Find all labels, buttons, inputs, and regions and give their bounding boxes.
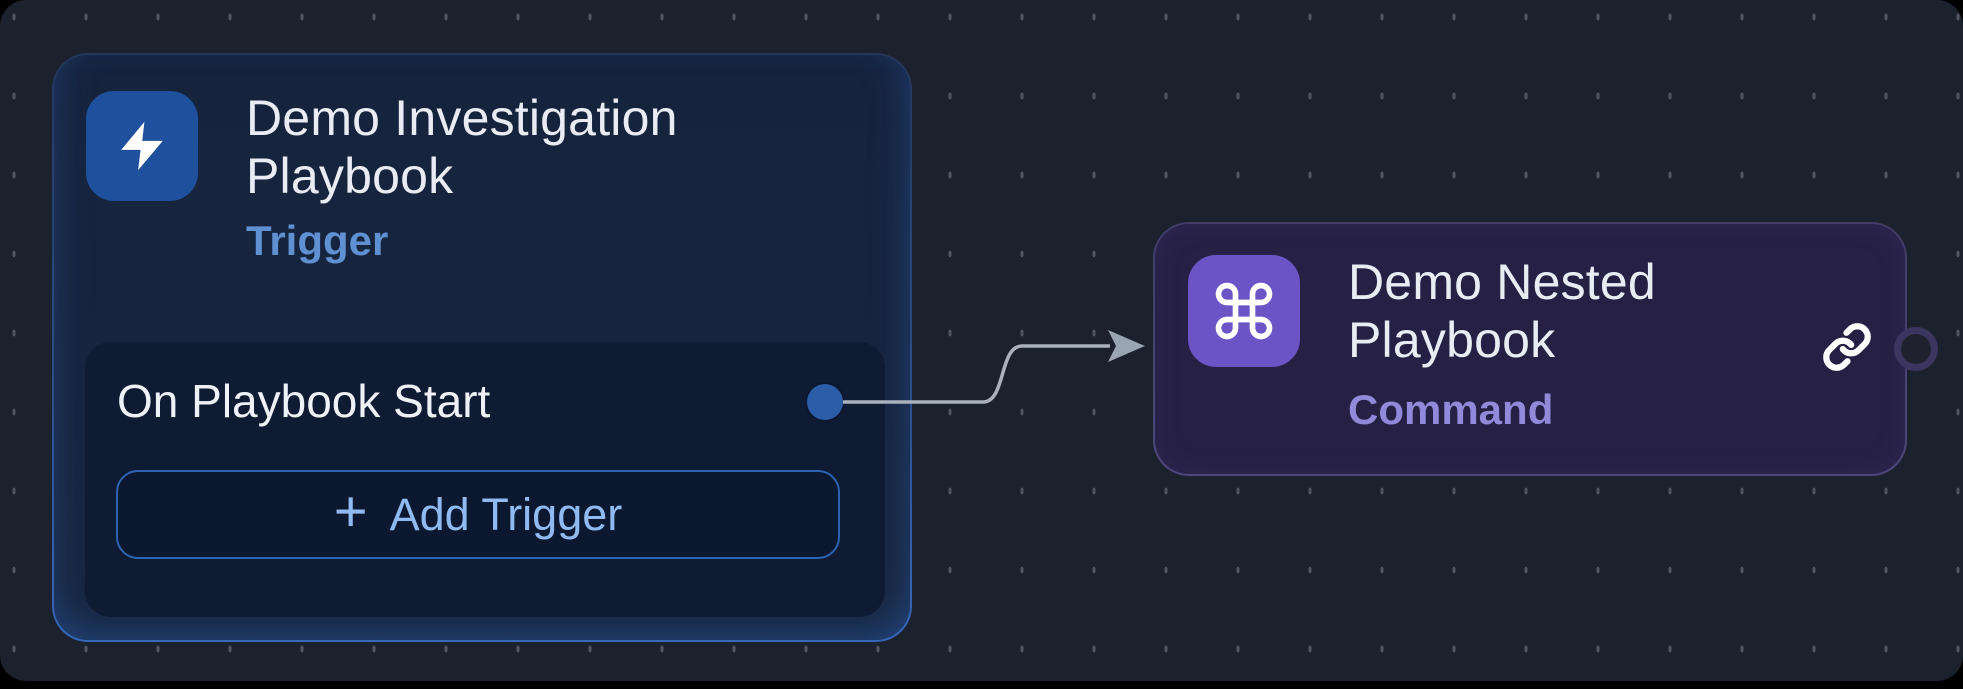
- node-command-nested-playbook[interactable]: Demo Nested Playbook Command: [1153, 222, 1938, 476]
- open-nested-playbook-link[interactable]: [1822, 322, 1872, 372]
- trigger-row-label: On Playbook Start: [117, 375, 491, 427]
- edge-arrowhead-icon: [1108, 330, 1145, 362]
- add-trigger-button[interactable]: + Add Trigger: [116, 470, 840, 559]
- output-port-dot[interactable]: [807, 384, 843, 420]
- command-node-title: Demo Nested Playbook: [1348, 254, 1656, 368]
- edge-connector[interactable]: [843, 344, 1110, 404]
- trigger-section: On Playbook Start + Add Trigger: [85, 342, 885, 617]
- command-node-type-label: Command: [1348, 386, 1554, 433]
- trigger-node-type-label: Trigger: [246, 217, 389, 264]
- command-node-body: Demo Nested Playbook Command: [1155, 224, 1938, 474]
- node-trigger-playbook[interactable]: Demo Investigation Playbook Trigger On P…: [52, 53, 912, 642]
- trigger-node-body: Demo Investigation Playbook Trigger On P…: [54, 55, 910, 640]
- lightning-bolt-icon: [86, 91, 198, 201]
- add-trigger-button-label: Add Trigger: [389, 488, 623, 540]
- output-port-ring[interactable]: [1894, 327, 1938, 371]
- plus-icon: +: [333, 478, 368, 544]
- link-icon: [1823, 323, 1871, 371]
- trigger-node-title: Demo Investigation Playbook: [246, 90, 678, 204]
- command-icon: [1188, 255, 1300, 367]
